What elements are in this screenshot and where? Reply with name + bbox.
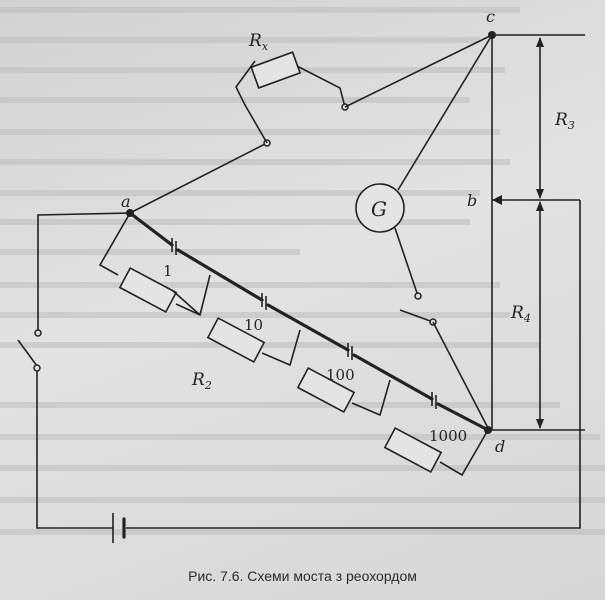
right-branch <box>126 34 585 529</box>
decade-resistor-10 <box>206 316 266 364</box>
decade-resistors <box>98 212 489 477</box>
label-decade-1: 1 <box>163 262 173 280</box>
rheochord <box>128 211 490 432</box>
label-node-d: d <box>495 437 505 456</box>
figure-caption: Рис. 7.6. Схеми моста з реохордом <box>188 568 417 584</box>
label-rx: Rx <box>248 31 269 53</box>
label-decade-100: 100 <box>326 366 355 384</box>
supply-switch-blade <box>17 339 38 367</box>
label-decade-10: 10 <box>244 316 263 334</box>
label-r2: R2 <box>191 370 212 392</box>
galvanometer-circle <box>355 183 405 233</box>
label-node-a: a <box>121 192 131 211</box>
label-r4: R4 <box>510 303 531 325</box>
node-c-dot <box>488 31 496 39</box>
decade-resistor-1000 <box>383 426 443 474</box>
node-d-dot <box>484 426 492 434</box>
supply-branch <box>17 212 131 543</box>
label-node-c: c <box>486 7 495 26</box>
node-a-dot <box>126 209 134 217</box>
label-decade-1000: 1000 <box>429 427 467 445</box>
label-node-b: b <box>467 191 477 210</box>
rx-resistor <box>250 51 302 89</box>
label-galvanometer: G <box>371 197 387 221</box>
decade-resistor-100 <box>296 366 356 414</box>
decade-resistor-1 <box>118 266 178 314</box>
rx-branch <box>129 34 493 214</box>
galvanometer-branch <box>355 34 493 429</box>
label-r3: R3 <box>554 110 575 132</box>
